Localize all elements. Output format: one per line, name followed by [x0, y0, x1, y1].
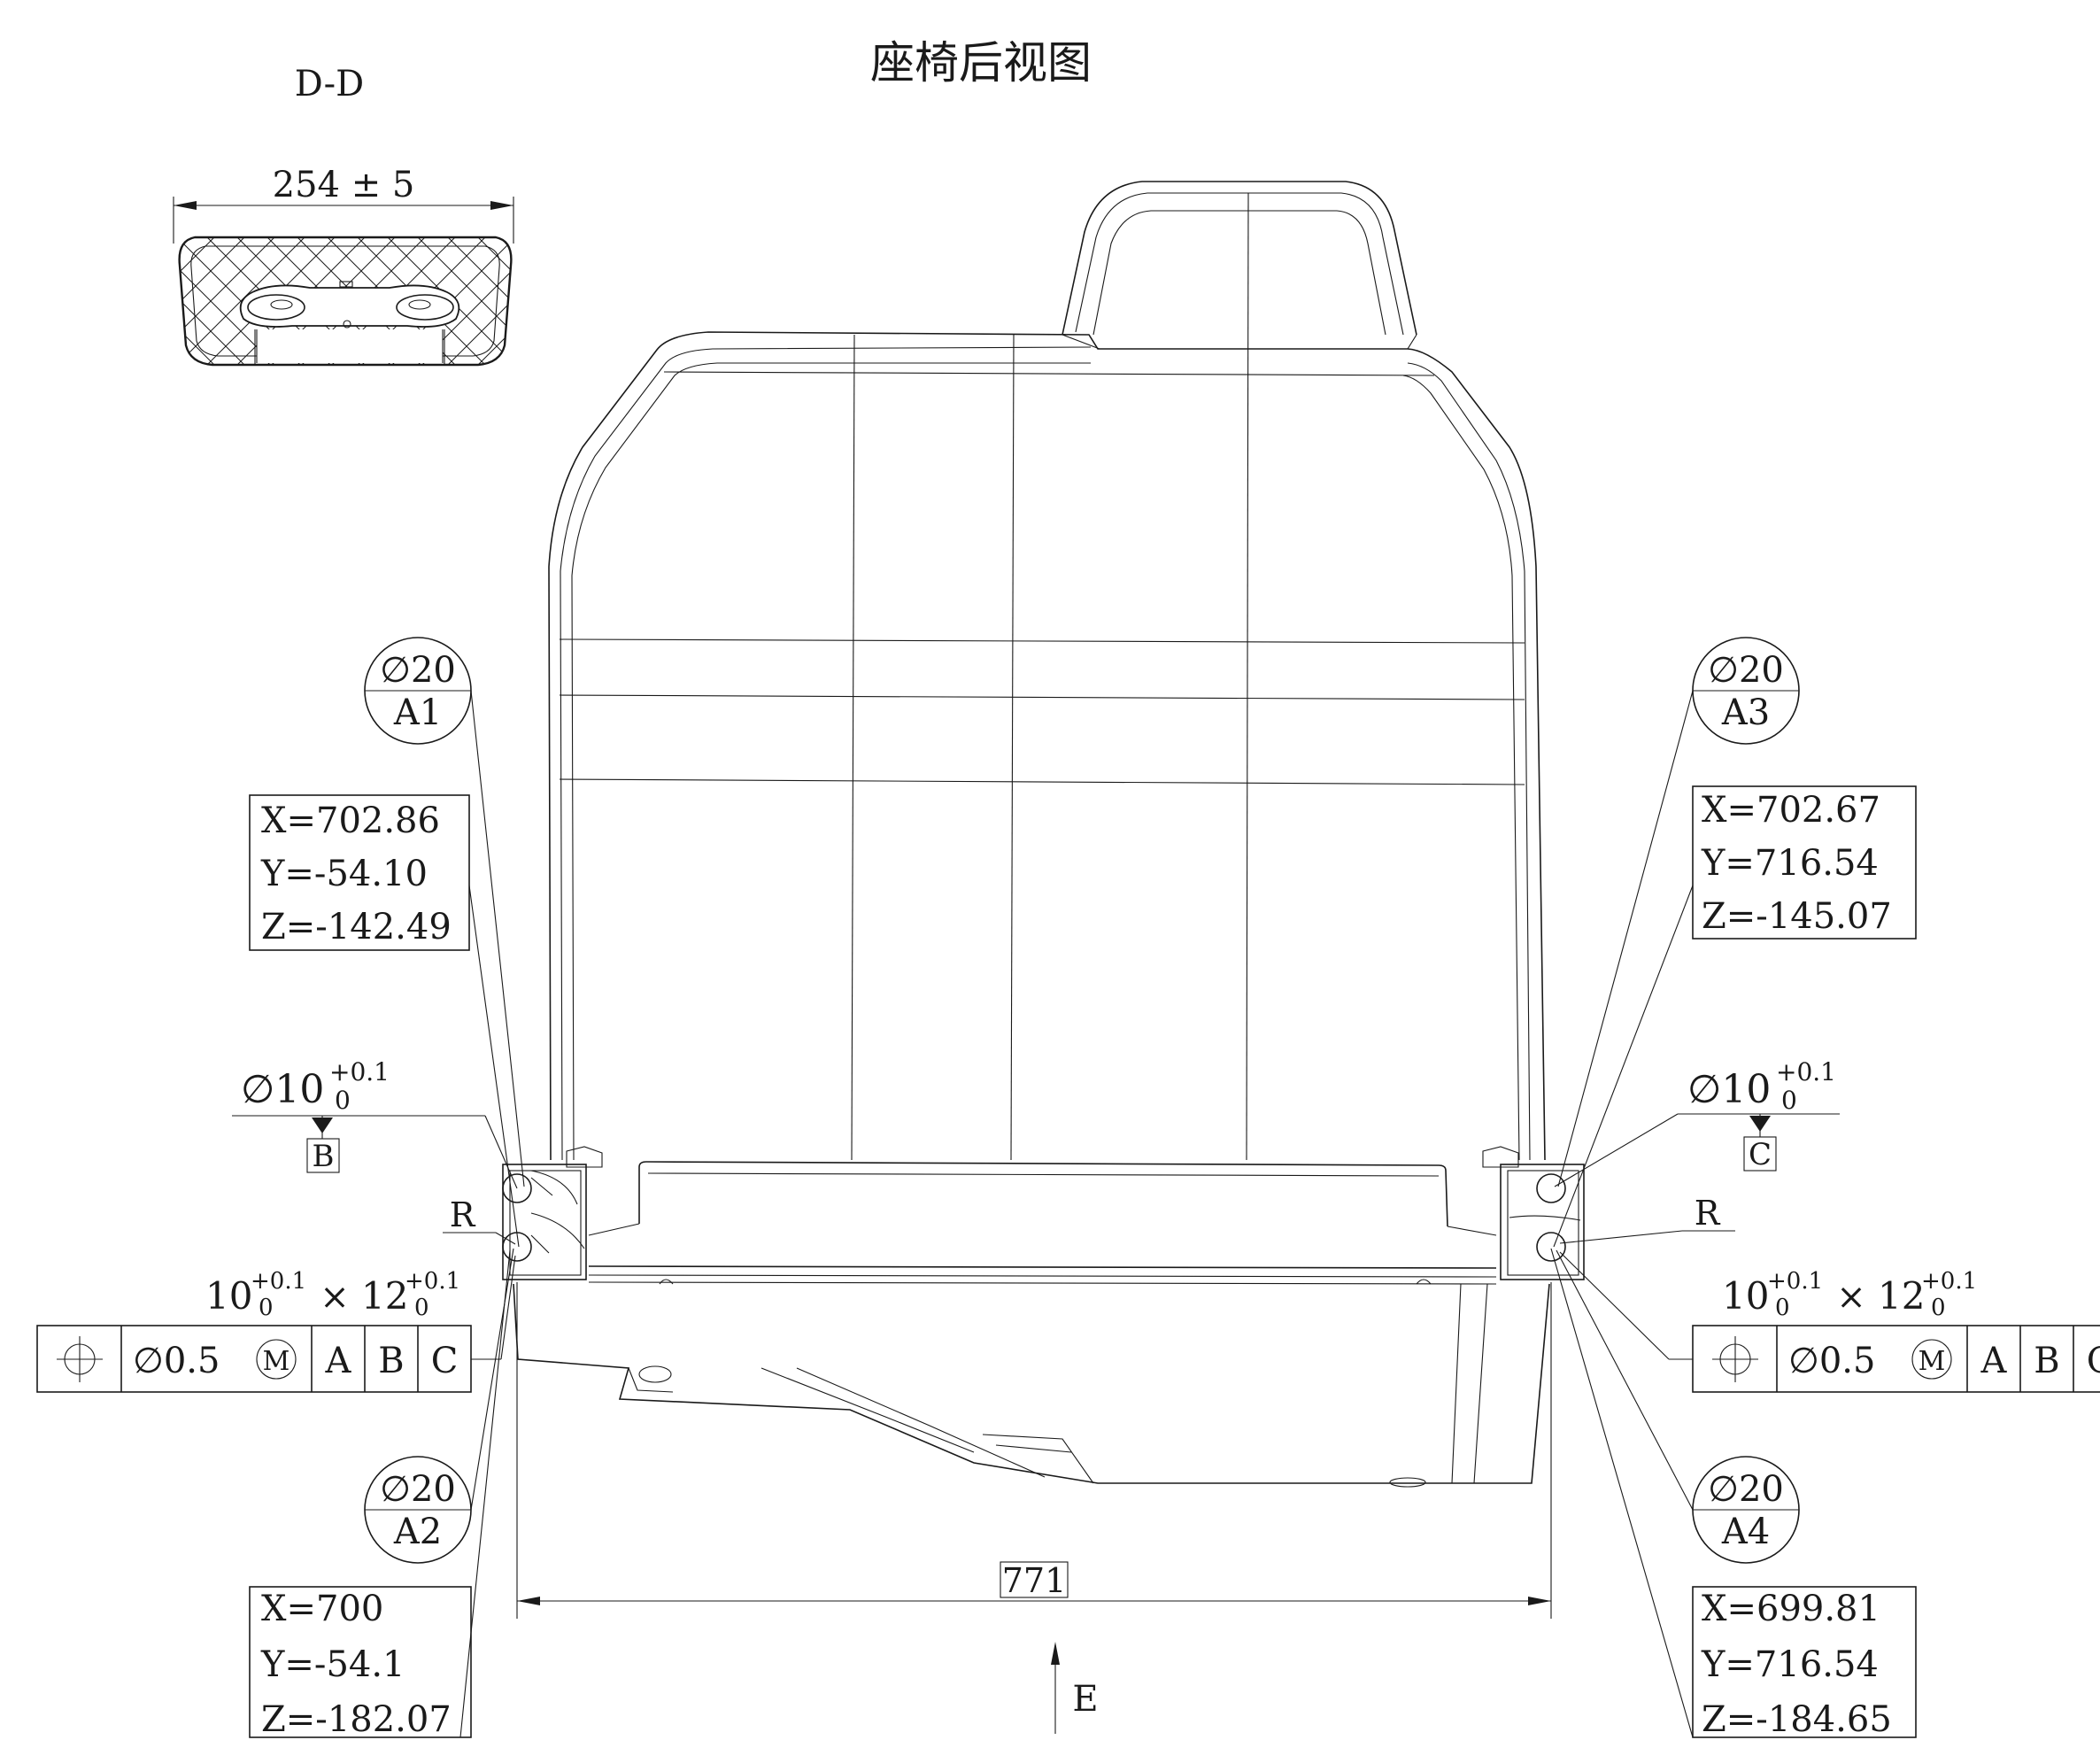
svg-text:X=702.86: X=702.86	[261, 800, 440, 841]
section-d-d: D-D 254 ± 5	[173, 64, 514, 367]
svg-text:0: 0	[335, 1086, 351, 1115]
svg-text:10: 10	[1722, 1274, 1769, 1318]
svg-text:12: 12	[1878, 1274, 1925, 1318]
svg-text:M: M	[263, 1346, 290, 1377]
svg-text:∅10: ∅10	[1687, 1067, 1771, 1112]
svg-text:Y=-54.10: Y=-54.10	[260, 854, 428, 894]
svg-text:×: ×	[320, 1277, 350, 1318]
svg-text:∅0.5: ∅0.5	[1788, 1341, 1875, 1381]
svg-text:∅20: ∅20	[1708, 650, 1784, 691]
slot-callout-right: 10 +0.1 0 × 12 +0.1 0	[1722, 1268, 1977, 1321]
svg-text:×: ×	[1836, 1277, 1866, 1318]
svg-text:Z=-184.65: Z=-184.65	[1702, 1699, 1892, 1740]
svg-text:+0.1: +0.1	[1921, 1268, 1977, 1295]
svg-text:∅10: ∅10	[241, 1067, 324, 1112]
svg-text:12: 12	[361, 1274, 408, 1318]
svg-text:C: C	[1749, 1137, 1772, 1172]
seat-base	[502, 1146, 1585, 1488]
svg-text:X=700: X=700	[261, 1589, 383, 1629]
svg-text:0: 0	[414, 1295, 429, 1321]
svg-text:A3: A3	[1721, 692, 1770, 733]
fcf-left: ∅0.5 M A B C	[36, 1255, 516, 1393]
section-label: D-D	[295, 64, 364, 104]
svg-text:10: 10	[205, 1274, 252, 1318]
svg-text:0: 0	[1781, 1086, 1797, 1115]
svg-text:Y=716.54: Y=716.54	[1701, 1644, 1879, 1685]
svg-text:0: 0	[1775, 1295, 1790, 1321]
balloon-a4: ∅20 A4	[1692, 1456, 1800, 1564]
svg-text:+0.1: +0.1	[329, 1057, 390, 1087]
overall-width-value: 771	[1002, 1561, 1067, 1600]
fcf-right: ∅0.5 M A B C	[1559, 1251, 2100, 1393]
balloon-a2: ∅20 A2	[364, 1456, 472, 1564]
drawing-title: 座椅后视图	[870, 37, 1092, 89]
svg-text:Z=-182.07: Z=-182.07	[261, 1699, 452, 1740]
balloon-a3: ∅20 A3	[1692, 637, 1800, 745]
svg-text:0: 0	[259, 1295, 274, 1321]
coord-box-a3: X=702.67 Y=716.54 Z=-145.07	[1692, 785, 1917, 940]
svg-text:∅20: ∅20	[380, 650, 456, 691]
coord-box-a1: X=702.86 Y=-54.10 Z=-142.49	[249, 794, 470, 951]
svg-text:A2: A2	[393, 1512, 442, 1552]
mmc-modifier-icon	[256, 1339, 297, 1380]
svg-text:B: B	[378, 1341, 404, 1381]
mmc-modifier-icon	[1911, 1339, 1952, 1380]
view-arrow-e: E	[1051, 1642, 1099, 1734]
svg-text:A: A	[1980, 1341, 2008, 1381]
coord-box-a2: X=700 Y=-54.1 Z=-182.07	[249, 1586, 472, 1740]
radius-label-right: R	[1695, 1194, 1721, 1233]
leader-lines	[459, 690, 1694, 1738]
svg-text:Z=-145.07: Z=-145.07	[1702, 896, 1892, 937]
svg-text:X=699.81: X=699.81	[1702, 1589, 1880, 1629]
svg-text:Y=716.54: Y=716.54	[1701, 843, 1879, 884]
svg-text:A1: A1	[393, 692, 442, 733]
hole-callout-right: ∅10 +0.1 0 C	[1554, 1057, 1840, 1187]
svg-text:Y=-54.1: Y=-54.1	[260, 1644, 405, 1685]
svg-text:A4: A4	[1721, 1512, 1770, 1552]
svg-text:C: C	[431, 1341, 459, 1381]
section-width-dimension: 254 ± 5	[273, 165, 415, 205]
seat-back	[548, 181, 1546, 1161]
svg-text:B: B	[313, 1139, 335, 1174]
overall-width-dimension: 771	[516, 1282, 1552, 1619]
svg-text:C: C	[2087, 1341, 2100, 1381]
slot-callout-left: 10 +0.1 0 × 12 +0.1 0	[205, 1268, 460, 1321]
svg-text:+0.1: +0.1	[405, 1268, 460, 1295]
svg-text:+0.1: +0.1	[1776, 1057, 1836, 1087]
svg-text:+0.1: +0.1	[1767, 1268, 1823, 1295]
svg-text:∅0.5: ∅0.5	[133, 1341, 220, 1381]
svg-text:M: M	[1919, 1346, 1946, 1377]
svg-text:∅20: ∅20	[1708, 1469, 1784, 1510]
balloon-a1: ∅20 A1	[364, 637, 472, 745]
svg-text:A: A	[325, 1341, 352, 1381]
view-arrow-label: E	[1072, 1679, 1098, 1720]
svg-text:X=702.67: X=702.67	[1702, 790, 1880, 831]
hole-callout-left: ∅10 +0.1 0 B	[232, 1057, 518, 1189]
svg-text:B: B	[2034, 1341, 2059, 1381]
svg-text:0: 0	[1931, 1295, 1946, 1321]
coord-box-a4: X=699.81 Y=716.54 Z=-184.65	[1692, 1586, 1917, 1740]
svg-text:Z=-142.49: Z=-142.49	[261, 907, 452, 947]
svg-text:∅20: ∅20	[380, 1469, 456, 1510]
svg-text:+0.1: +0.1	[251, 1268, 306, 1295]
radius-label-left: R	[450, 1195, 476, 1234]
